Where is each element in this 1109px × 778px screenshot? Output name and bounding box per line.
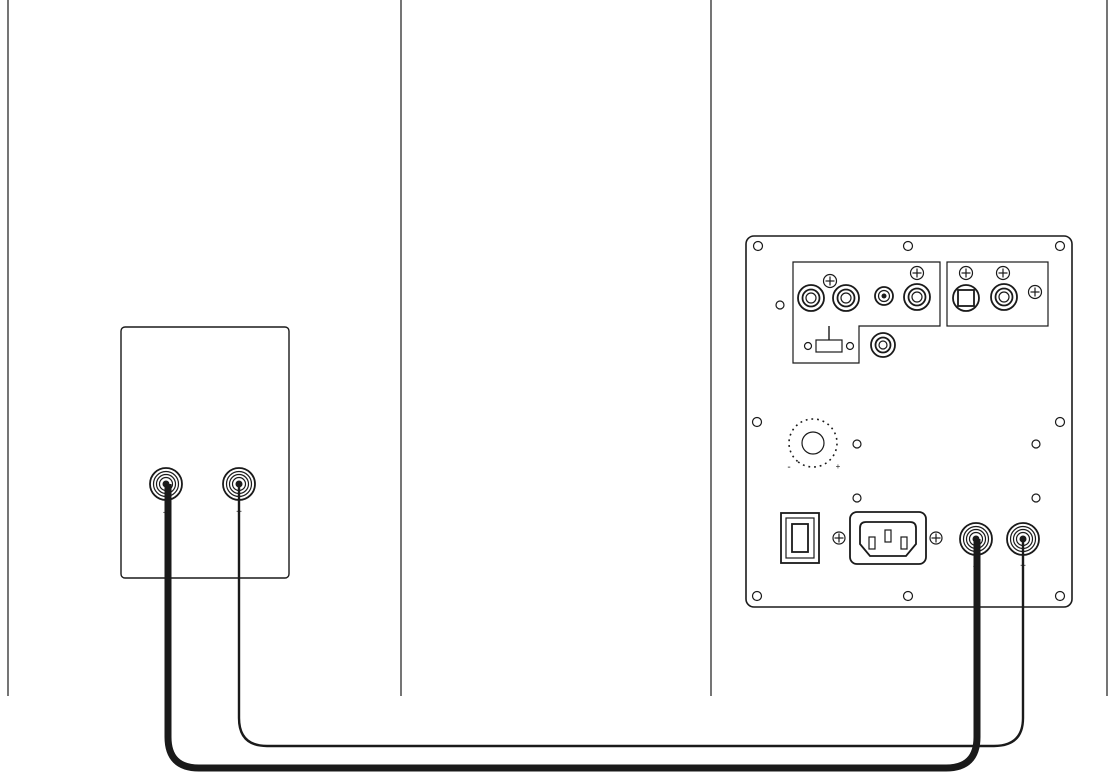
optical-input[interactable] bbox=[952, 284, 980, 312]
mini-jack-input[interactable] bbox=[874, 286, 894, 306]
dial-max-label: + bbox=[836, 462, 841, 471]
line-input-rca-left[interactable] bbox=[797, 284, 825, 312]
trigger-jack[interactable] bbox=[870, 332, 896, 358]
output-group-box bbox=[946, 261, 1049, 327]
input-group-box bbox=[792, 261, 941, 364]
column-dividers bbox=[7, 0, 1108, 696]
screw-icon bbox=[822, 273, 838, 289]
line-input-rca-right[interactable] bbox=[832, 284, 860, 312]
sub-input-rca[interactable] bbox=[903, 283, 931, 311]
power-switch[interactable] bbox=[780, 512, 820, 564]
speaker-wires bbox=[164, 484, 1025, 772]
level-dial[interactable]: - + bbox=[779, 409, 847, 477]
mounting-holes bbox=[751, 240, 1066, 602]
input-slide-switch[interactable] bbox=[803, 326, 855, 353]
dial-min-label: - bbox=[787, 462, 790, 473]
plus-wire bbox=[237, 484, 1025, 748]
speaker-terminal-panel: – + bbox=[120, 326, 290, 579]
line-output-rca[interactable] bbox=[990, 283, 1018, 311]
screw-icon bbox=[995, 265, 1011, 281]
screw-icon bbox=[1027, 284, 1043, 300]
minus-wire bbox=[164, 484, 981, 772]
screw-icon bbox=[909, 265, 925, 281]
screw-icon bbox=[958, 265, 974, 281]
power-inlet[interactable] bbox=[832, 511, 943, 565]
